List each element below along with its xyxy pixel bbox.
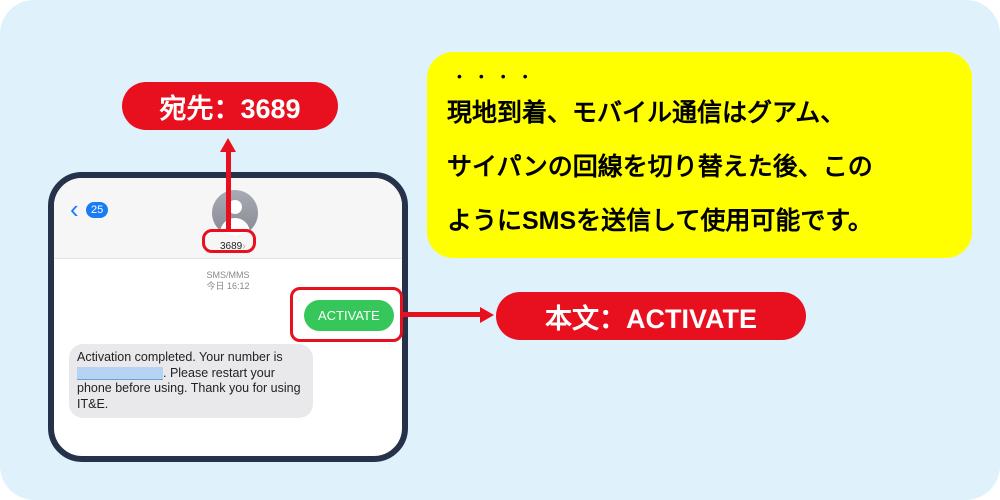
message-highlight — [290, 287, 403, 342]
received-text-start: Activation completed. Your number is — [77, 350, 283, 364]
emphasis-dots: •••• — [457, 68, 545, 84]
back-chevron-icon[interactable]: ‹ — [70, 194, 79, 224]
message-meta: SMS/MMS 今日 16:12 — [54, 270, 402, 292]
arrow-head-up-icon — [220, 138, 236, 152]
recipient-label: 宛先：3689 — [122, 82, 338, 130]
timestamp: 今日 16:12 — [206, 281, 250, 291]
received-message-bubble: Activation completed. Your number is . P… — [69, 344, 313, 418]
chevron-right-icon: › — [242, 241, 246, 252]
redacted-number — [77, 366, 163, 380]
received-text-end: . Please restart your phone before using… — [77, 365, 301, 411]
note-line-1: 現地到着、モバイル通信はグアム、 — [447, 99, 846, 127]
note-line-2: サイパンの回線を切り替えた後、この — [447, 153, 873, 181]
note-line-3: ようにSMSを送信して使用可能です。 — [447, 207, 873, 235]
arrow-line-right — [400, 312, 482, 317]
unread-badge[interactable]: 25 — [86, 202, 109, 218]
service-label: SMS/MMS — [206, 270, 250, 280]
instruction-note: •••• 現地到着、モバイル通信はグアム、 サイパンの回線を切り替えた後、この … — [427, 52, 972, 258]
body-label: 本文：ACTIVATE — [496, 292, 806, 340]
arrow-line-up — [226, 150, 231, 230]
arrow-head-right-icon — [480, 307, 494, 323]
contact-highlight — [202, 229, 256, 253]
contact-name[interactable]: 3689› — [220, 241, 246, 252]
contact-number: 3689 — [220, 241, 243, 252]
sent-message-bubble: ACTIVATE — [304, 300, 394, 331]
